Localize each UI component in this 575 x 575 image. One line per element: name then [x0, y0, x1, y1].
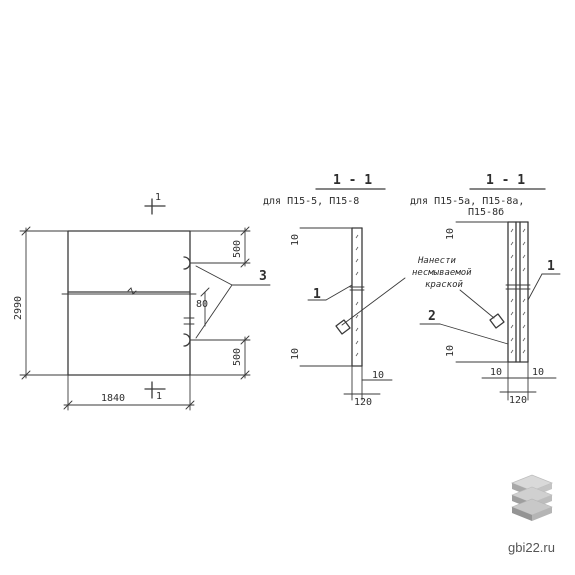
callout-3-leader-2: [195, 284, 233, 339]
site-logo[interactable]: gbi22.ru: [508, 474, 555, 555]
dim-loop-tick-2: [240, 258, 250, 268]
dim-bottom-500-label: 500: [232, 348, 243, 366]
section-cut-top: 1: [144, 192, 166, 215]
note-line-1: Нанести: [417, 256, 457, 266]
note-line-2: несмываемой: [412, 268, 472, 278]
note-line-3: краской: [425, 280, 464, 290]
section-right-hatch: [510, 228, 526, 354]
section-right-dim-120: 120: [509, 395, 527, 406]
dim-mid-80-label: 80: [196, 299, 208, 310]
section-left-hatch: [355, 234, 359, 357]
stacked-slabs-icon: [510, 474, 554, 521]
section-right-callout-1-leader: [527, 273, 543, 301]
dim-height: 2990: [13, 226, 69, 380]
panel-outline: [67, 230, 191, 376]
panel-front-view: [61, 230, 197, 376]
dim-width: 1840: [63, 374, 195, 411]
callout-3-leader-1: [195, 265, 233, 286]
dim-loop-tick-1: [240, 226, 250, 236]
section-right-dim-10-top: 10: [445, 228, 456, 240]
section-cut-top-label: 1: [155, 192, 161, 203]
section-cut-bottom-label: 1: [156, 391, 162, 402]
dim-height-label: 2990: [13, 296, 24, 320]
section-cut-bottom: 1: [144, 381, 166, 402]
site-logo-text[interactable]: gbi22.ru: [508, 540, 555, 555]
section-right-callout-1: 1: [547, 259, 555, 274]
dim-width-tick-left: [63, 400, 73, 410]
dim-width-label: 1840: [101, 393, 125, 404]
section-left-dim-10-base: 10: [372, 370, 384, 381]
callout-3: 3: [195, 265, 271, 339]
section-right-title: 1 - 1: [486, 173, 525, 188]
section-right-dim-10-base-b: 10: [532, 367, 544, 378]
dim-loop-tick-4: [240, 370, 250, 380]
dim-80-tick-top: [200, 287, 210, 297]
section-left: 1 - 1 для П15-5, П15-8 10 10 10: [263, 173, 393, 408]
dim-loop-tick-3: [240, 335, 250, 345]
marking-symbol-right: [489, 313, 505, 329]
section-left-dim-10-bottom: 10: [290, 348, 301, 360]
section-left-dim-10-top: 10: [290, 234, 301, 246]
section-left-title: 1 - 1: [333, 173, 372, 188]
section-right-caption-2: П15-8б: [468, 206, 504, 218]
section-left-callout-1-leader: [325, 284, 353, 301]
lifting-loop-bottom: [183, 333, 191, 347]
marking-note: Нанести несмываемой краской: [341, 256, 495, 326]
section-right-callout-2-leader: [439, 323, 509, 345]
section-right-callout-2: 2: [428, 309, 436, 324]
break-mark: [127, 287, 137, 295]
dim-top-500-label: 500: [232, 240, 243, 258]
dim-width-tick-right: [185, 400, 195, 410]
section-left-dim-120: 120: [354, 397, 372, 408]
dim-height-tick-bottom: [21, 370, 31, 380]
section-right: 1 - 1 для П15-5а, П15-8а, П15-8б: [410, 173, 561, 406]
note-leader-right: [459, 289, 495, 319]
dim-height-tick-top: [21, 226, 31, 236]
dim-loops: 500 80 500: [189, 226, 251, 380]
section-right-caption-1: для П15-5а, П15-8а,: [410, 196, 524, 207]
section-left-callout-1: 1: [313, 287, 321, 302]
marking-symbol-left: [335, 319, 351, 335]
section-right-dim-10-bottom: 10: [445, 345, 456, 357]
note-leader-left: [341, 277, 406, 326]
callout-3-label: 3: [259, 269, 267, 284]
section-left-caption: для П15-5, П15-8: [263, 196, 359, 207]
lifting-loop-top: [183, 256, 191, 270]
section-right-dim-10-base-a: 10: [490, 367, 502, 378]
